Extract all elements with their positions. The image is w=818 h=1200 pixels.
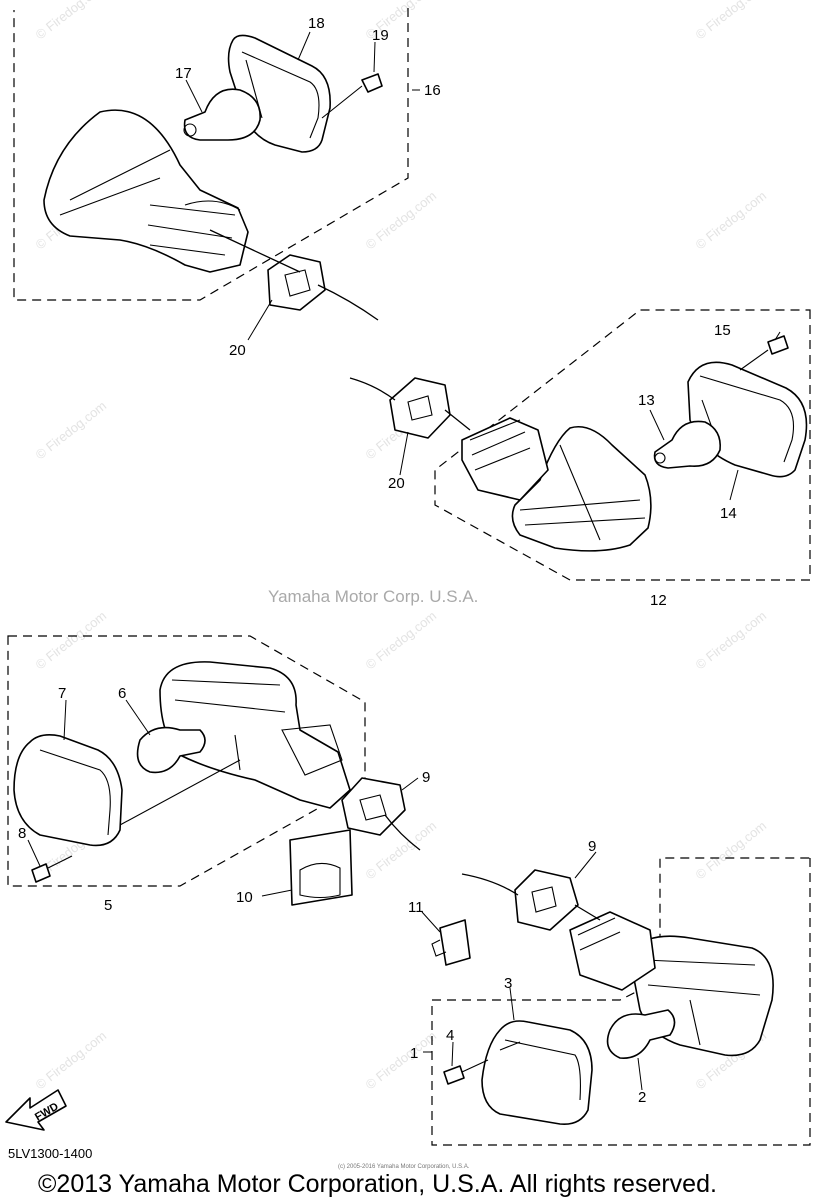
part-label-16: 16: [424, 82, 441, 99]
screw-4-shaft: [461, 1059, 489, 1073]
grommet-9-right: [514, 869, 579, 931]
housing-ridges: [59, 149, 236, 256]
bulb-13: [653, 420, 722, 469]
part-label-20-right: 20: [388, 475, 405, 492]
grommet-20-top: [267, 254, 326, 311]
brand-watermark: Yamaha Motor Corp. U.S.A.: [268, 587, 478, 606]
grommet-9-left-hole: [359, 794, 387, 821]
part-number-labels: 18 19 16 17 20 15 13 14 20 12 7 6 9 8 5 …: [18, 15, 737, 1106]
grommet-20-right: [389, 377, 451, 439]
part-label-1: 1: [410, 1045, 418, 1062]
watermark: © Firedog.com: [363, 608, 440, 672]
bulb-2: [606, 1009, 676, 1059]
housing-5-neck: [281, 724, 343, 776]
screw-15-shaft: [739, 349, 769, 371]
wire-top-left: [209, 229, 379, 321]
part-label-20-top: 20: [229, 342, 246, 359]
wire-bottom-right: [461, 873, 601, 921]
assembly-5-middle-left: [7, 635, 421, 906]
part-label-14: 14: [720, 505, 737, 522]
part-label-12: 12: [650, 592, 667, 609]
lens-3-inner: [499, 1039, 581, 1101]
watermark: © Firedog.com: [693, 0, 770, 42]
watermark: © Firedog.com: [33, 608, 110, 672]
assembly-1-bottom-right: [431, 857, 811, 1146]
screw-19-shaft: [321, 85, 363, 119]
lens-7: [13, 734, 123, 847]
assembly-boundary: [431, 857, 811, 1146]
wire-right: [349, 377, 471, 431]
wire-middle-left: [384, 814, 421, 851]
turn-signal-housing: [43, 109, 249, 273]
copyright-footer: ©2013 Yamaha Motor Corporation, U.S.A. A…: [38, 1170, 717, 1198]
housing-12-ridges: [519, 444, 646, 541]
assembly-boundary: [13, 8, 409, 301]
screw-8-shaft: [47, 855, 73, 869]
housing-1-neck-ribs: [577, 917, 621, 951]
part-label-10: 10: [236, 889, 253, 906]
watermark: © Firedog.com: [363, 1028, 440, 1092]
watermark: © Firedog.com: [693, 608, 770, 672]
clip-11: [439, 919, 471, 966]
part-label-8: 8: [18, 825, 26, 842]
bulb-6: [136, 726, 206, 774]
grommet-9-left: [341, 777, 406, 836]
part-label-9-right: 9: [588, 838, 596, 855]
part-label-17: 17: [175, 65, 192, 82]
part-label-6: 6: [118, 685, 126, 702]
watermark: © Firedog.com: [33, 398, 110, 462]
part-label-18: 18: [308, 15, 325, 32]
lens-7-inner: [39, 749, 111, 836]
part-label-9-left: 9: [422, 769, 430, 786]
watermark: © Firedog.com: [363, 188, 440, 252]
watermark: © Firedog.com: [33, 1028, 110, 1092]
screw-15: [767, 335, 789, 355]
screw-19: [361, 73, 383, 93]
clip-11-tab: [431, 939, 447, 957]
clamp-10-ring: [299, 862, 341, 899]
watermark: © Firedog.com: [693, 818, 770, 882]
part-label-3: 3: [504, 975, 512, 992]
tiny-copyright: (c) 2005-2016 Yamaha Motor Corporation, …: [338, 1164, 470, 1170]
assembly-12-right: [349, 309, 811, 581]
housing-5-ridges: [171, 679, 286, 771]
part-label-2: 2: [638, 1089, 646, 1106]
diagram-code: 5LV1300-1400: [8, 1146, 92, 1161]
clamp-10: [289, 829, 353, 906]
part-label-13: 13: [638, 392, 655, 409]
part-label-11: 11: [408, 899, 424, 916]
watermark: © Firedog.com: [693, 188, 770, 252]
housing-12-neck: [461, 417, 549, 501]
housing-neck: [184, 200, 241, 211]
screw-8: [31, 863, 51, 883]
part-label-7: 7: [58, 685, 66, 702]
assembly-16-top-left: [13, 8, 409, 321]
lens-3: [481, 1020, 593, 1126]
grommet-20-right-hole: [407, 395, 433, 421]
part-label-19: 19: [372, 27, 389, 44]
part-label-5: 5: [104, 897, 112, 914]
leader-lines: [27, 31, 781, 1091]
grommet-9-right-hole: [531, 886, 557, 913]
housing-1-neck: [569, 911, 656, 991]
watermark: © Firedog.com: [33, 0, 110, 42]
assembly-boundary: [434, 309, 811, 581]
bulb-13-base: [654, 452, 666, 464]
forward-arrow: FWD: [5, 1089, 67, 1131]
screw-4: [443, 1065, 465, 1085]
housing-1-ridges: [644, 959, 761, 1046]
bulb-17: [183, 88, 261, 141]
part-label-15: 15: [714, 322, 731, 339]
fwd-arrow-icon: [5, 1089, 67, 1131]
lens-7-mount-line: [119, 759, 241, 826]
housing-12-neck-ribs: [469, 419, 531, 471]
part-label-4: 4: [446, 1027, 454, 1044]
bulb-17-base: [183, 123, 197, 137]
